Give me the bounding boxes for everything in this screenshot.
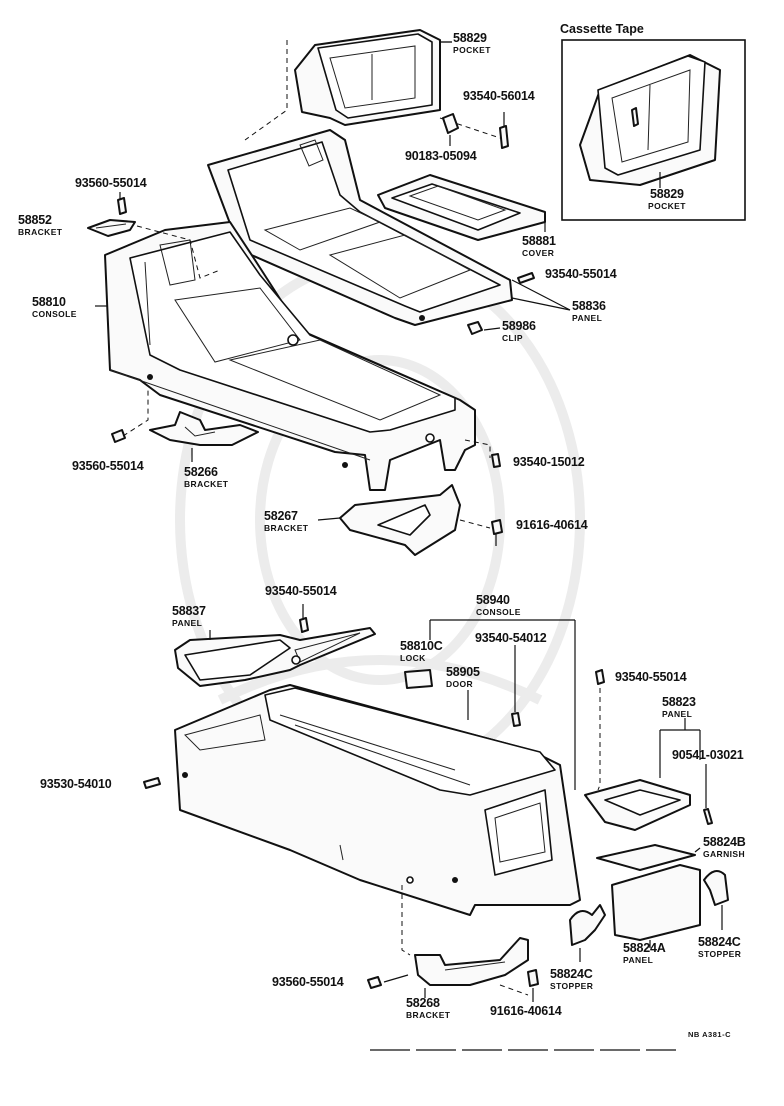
bracket-58267 (317, 484, 461, 556)
callout-91616-40614-b: 91616-40614 (490, 1004, 562, 1018)
console-front-drawing (174, 684, 581, 916)
callout-58940: 58940 CONSOLE (476, 593, 521, 617)
stopper-58824C-right (703, 870, 729, 930)
callout-93540-56014: 93540-56014 (463, 89, 535, 103)
leader (511, 279, 571, 311)
panel-58823 (584, 718, 701, 831)
screw-93540-55014-c (595, 669, 605, 791)
callout-58810: 58810 CONSOLE (32, 295, 77, 319)
screw-93540-55014 (517, 272, 535, 284)
callout-93540-54012: 93540-54012 (475, 631, 547, 645)
guide-line (136, 225, 221, 279)
garnish-58824B (596, 844, 701, 871)
stopper-58824C-left (569, 904, 606, 962)
screw-90541-03021 (703, 764, 713, 825)
callout-58986: 58986 CLIP (502, 319, 536, 343)
callout-91616-40614-a: 91616-40614 (516, 518, 588, 532)
console-58940-leader (429, 619, 576, 790)
screw-93540-55014-b (299, 604, 309, 633)
panel-frame-drawing (207, 129, 513, 326)
leader (511, 297, 571, 311)
callout-58267: 58267 BRACKET (264, 509, 309, 533)
callout-93540-15012: 93540-15012 (513, 455, 585, 469)
callout-93530-54010: 93530-54010 (40, 777, 112, 791)
screw-93560-55014-mid (111, 385, 149, 443)
callout-58824C-right: 58824C STOPPER (698, 935, 742, 959)
clip-90183-05094 (442, 113, 459, 146)
callout-58810C: 58810C LOCK (400, 639, 443, 663)
callout-93540-55014-c: 93540-55014 (615, 670, 687, 684)
screw-93530-54010 (143, 777, 161, 789)
bracket-58852 (87, 192, 136, 237)
pocket-drawing (294, 29, 452, 126)
bracket-58268 (414, 937, 529, 998)
bracket-58266 (149, 411, 259, 462)
clip-58986 (467, 321, 501, 335)
callout-58824B: 58824B GARNISH (703, 835, 746, 859)
callout-93560-55014-bot: 93560-55014 (272, 975, 344, 989)
callout-58881: 58881 COVER (522, 234, 556, 258)
callout-93540-55014-b: 93540-55014 (265, 584, 337, 598)
callout-58837: 58837 PANEL (172, 604, 206, 628)
panel-58837 (174, 627, 376, 687)
screw-93560-55014-bot (367, 974, 409, 989)
inset-part-callout: 58829 POCKET (648, 187, 686, 211)
callout-58905: 58905 DOOR (446, 665, 480, 689)
cover-drawing (377, 174, 546, 241)
callout-58266: 58266 BRACKET (184, 465, 229, 489)
callout-58268: 58268 BRACKET (406, 996, 451, 1020)
callout-93540-55014-a: 93540-55014 (545, 267, 617, 281)
inset-frame (561, 39, 746, 221)
callout-58823: 58823 PANEL (662, 695, 696, 719)
console-rear-drawing (104, 221, 476, 491)
screw-93540-15012 (491, 453, 501, 468)
guide-line (401, 885, 411, 956)
callout-90183-05094: 90183-05094 (405, 149, 477, 163)
inset-title: Cassette Tape (560, 22, 644, 36)
callout-58829: 58829 POCKET (453, 31, 491, 55)
callout-58836: 58836 PANEL (572, 299, 606, 323)
callout-93560-55014-mid: 93560-55014 (72, 459, 144, 473)
screw-91616-40614-a (459, 519, 503, 546)
callout-58824A: 58824A PANEL (623, 941, 666, 965)
callout-58852: 58852 BRACKET (18, 213, 63, 237)
screw-91616-40614-b (499, 969, 539, 1002)
screw-93540-54012 (511, 645, 521, 727)
screw-93540-56014 (499, 112, 509, 149)
callout-58824C-left: 58824C STOPPER (550, 967, 594, 991)
guide-line (244, 40, 288, 141)
callout-90541-03021: 90541-03021 (672, 748, 744, 762)
inset-pocket-drawing (579, 54, 721, 188)
panel-58824A (611, 864, 701, 948)
figure-code: NB A381-C (688, 1030, 731, 1039)
lock-58810C (404, 669, 433, 689)
callout-93560-55014-top: 93560-55014 (75, 176, 147, 190)
